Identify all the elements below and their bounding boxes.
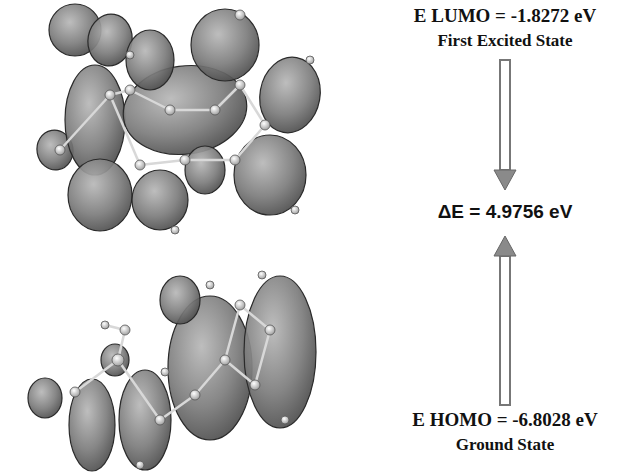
- bond-line: [235, 125, 265, 160]
- atom-sphere: [250, 380, 260, 390]
- bond-line: [160, 395, 195, 420]
- atom-sphere: [206, 281, 214, 289]
- atom-sphere: [126, 51, 134, 59]
- state-label: Ground State: [456, 436, 554, 455]
- atom-sphere: [120, 325, 130, 335]
- bond-line: [255, 330, 270, 385]
- atom-sphere: [135, 160, 145, 170]
- energy-label: E HOMO = -6.8028 eV: [412, 410, 598, 431]
- orbital-lobe: [191, 9, 259, 81]
- bond-line: [195, 360, 225, 395]
- atom-sphere: [281, 416, 289, 424]
- bond-line: [130, 90, 170, 110]
- atom-sphere: [171, 226, 179, 234]
- orbital-lobe: [119, 370, 171, 470]
- orbital-lobe: [65, 65, 125, 175]
- arrow-head: [494, 236, 516, 256]
- atom-sphere: [291, 206, 299, 214]
- atom-sphere: [306, 56, 314, 64]
- orbital-lobe: [28, 378, 62, 418]
- atom-sphere: [220, 355, 230, 365]
- orbital-lobe: [185, 146, 225, 194]
- atom-sphere: [260, 120, 270, 130]
- bond-line: [60, 95, 110, 150]
- orbital-lobe: [69, 379, 115, 471]
- bond-line: [240, 305, 270, 330]
- bond-line: [170, 109, 215, 112]
- orbital-lobe: [254, 52, 326, 137]
- lumo-orbital: [34, 4, 326, 234]
- up-arrow: [494, 236, 516, 405]
- atom-sphere: [235, 300, 245, 310]
- orbital-lobe: [132, 170, 188, 230]
- bond-line: [185, 159, 235, 162]
- arrow-shaft: [500, 256, 510, 405]
- atom-sphere: [161, 368, 169, 376]
- bond-line: [118, 360, 160, 420]
- bond-line: [110, 95, 140, 165]
- homo-orbital: [28, 271, 316, 471]
- atom-sphere: [235, 10, 245, 20]
- atom-sphere: [112, 354, 124, 366]
- atom-sphere: [190, 390, 200, 400]
- atom-sphere: [101, 321, 109, 329]
- atom-sphere: [55, 145, 65, 155]
- atom-sphere: [105, 90, 115, 100]
- atom-sphere: [235, 80, 245, 90]
- atom-sphere: [180, 155, 190, 165]
- arrow-head: [494, 170, 516, 190]
- orbital-lobe: [68, 159, 132, 231]
- gap-label: ΔE = 4.9756 eV: [438, 202, 573, 223]
- bond-line: [225, 360, 255, 385]
- state-label: First Excited State: [437, 32, 572, 51]
- orbital-lobe: [126, 30, 174, 90]
- atom-sphere: [70, 387, 80, 397]
- orbital-lobe: [244, 276, 316, 428]
- atom-sphere: [210, 105, 220, 115]
- bond-line: [240, 85, 265, 125]
- bond-line: [140, 160, 185, 165]
- bond-line: [75, 360, 118, 392]
- down-arrow: [494, 60, 516, 190]
- bond-line: [225, 305, 240, 360]
- arrow-shaft: [500, 60, 510, 170]
- atom-sphere: [155, 415, 165, 425]
- atom-sphere: [125, 85, 135, 95]
- atom-sphere: [258, 271, 266, 279]
- atom-sphere: [230, 155, 240, 165]
- energy-label: E LUMO = -1.8272 eV: [414, 6, 596, 27]
- atom-sphere: [265, 325, 275, 335]
- atom-sphere: [165, 105, 175, 115]
- orbital-lobe: [160, 276, 200, 324]
- atom-sphere: [136, 461, 144, 469]
